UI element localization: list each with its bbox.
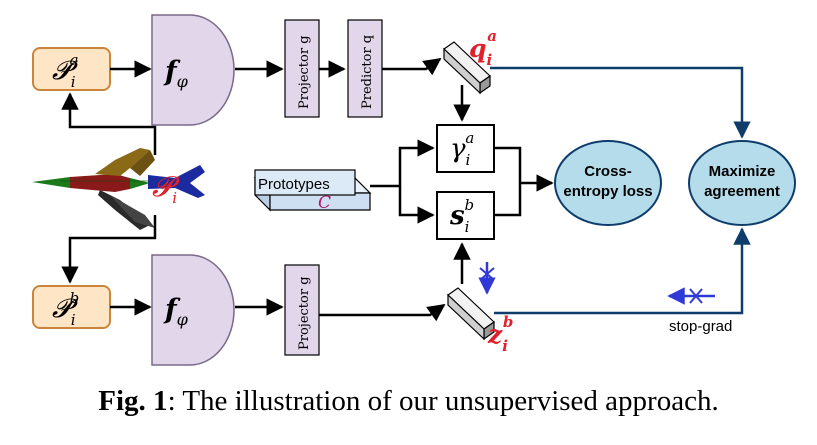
arrow-split-bottom [61,215,157,284]
maximize-label-line1: Maximize [709,163,776,180]
projector-bottom [284,264,320,356]
projector-top-label: Projector g [297,35,312,109]
prototypes-symbol: C [318,193,331,213]
q-feature-bar [443,41,491,95]
stop-grad-horizontal-icon [667,287,715,305]
airplane-point-cloud [32,148,205,230]
encoder-top [151,14,235,126]
arrow-prototypes-s [398,186,435,224]
caption-text: : The illustration of our unsupervised a… [167,385,719,417]
z-label: zib [487,313,513,355]
z-feature-bar [447,287,495,341]
prototypes-slab [253,169,372,212]
cross-entropy-ellipse [554,140,662,226]
caption-prefix: Fig. 1 [98,385,168,417]
arrow-merge-cross-entropy [494,146,552,217]
stop-grad-label: stop-grad [669,318,732,335]
maximize-label-line2: agreement [704,183,780,200]
prototypes-label: Prototypes [258,176,330,193]
projector-bottom-label: Projector g [297,276,312,350]
figure-caption: Fig. 1: The illustration of our unsuperv… [0,385,817,418]
cross-entropy-label-line1: Cross- [584,163,632,180]
encoder-bottom [151,254,235,366]
s-label: sib [449,196,474,236]
arrow-q-maximize [490,66,751,139]
encoder-bottom-label: fφ [163,294,189,329]
projector-top [284,19,320,118]
s-box [436,191,495,240]
arrow-predictor-q [382,57,442,76]
gamma-box [436,124,495,173]
gamma-label: γia [450,129,474,169]
diagram: 𝓟ia 𝓟ib 𝓟i fφ fφ Projector g Predictor q [32,14,796,366]
arrow-z-maximize [494,227,751,315]
maximize-agreement-ellipse [688,140,796,226]
arrow-split-top [61,92,157,155]
input-center-label: 𝓟i [152,170,180,207]
cross-entropy-label-line2: entropy loss [563,183,652,200]
arrow-prototypes-gamma [370,139,435,188]
predictor-top-label: Predictor q [360,35,375,109]
predictor-top [347,19,383,118]
stop-grad-vertical-icon [478,262,496,295]
arrow-projector-z [319,303,446,322]
q-label: qia [469,27,497,69]
encoder-top-label: fφ [163,56,189,91]
